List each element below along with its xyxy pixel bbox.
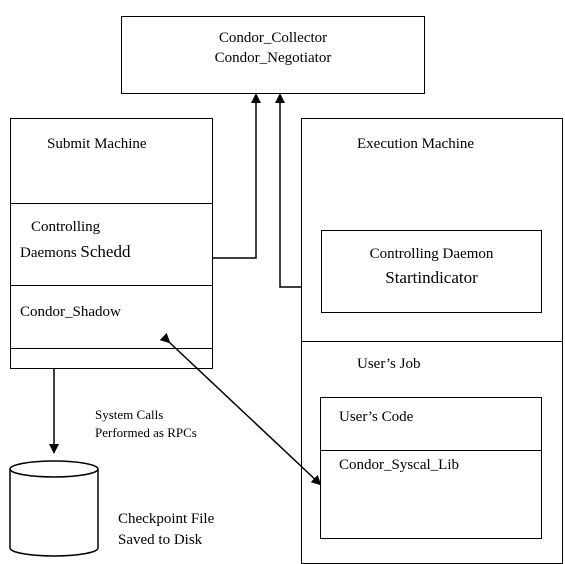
checkpoint-label-line2: Saved to Disk — [118, 532, 203, 548]
submit-daemon-label: Daemons Schedd — [20, 242, 130, 263]
submit-controlling-label: Controlling — [31, 219, 101, 235]
rpc-bidirectional-arrow — [159, 332, 322, 486]
collector-label: Condor_Collector — [218, 30, 328, 46]
startd-to-collector-arrow — [275, 93, 301, 288]
daemons-word: Daemons — [20, 245, 81, 261]
execution-controlling-daemon-box — [321, 230, 542, 313]
startindicator-label: Startindicator — [385, 268, 478, 287]
disk-cylinder-icon — [9, 460, 99, 557]
condor-shadow-section — [10, 285, 213, 349]
users-job-label: User’s Job — [357, 356, 421, 372]
execution-controlling-label: Controlling Daemon — [369, 246, 494, 262]
schedd-to-collector-arrow — [213, 93, 261, 259]
users-code-label: User’s Code — [339, 409, 414, 425]
execution-machine-title: Execution Machine — [357, 136, 475, 152]
negotiator-label: Condor_Negotiator — [214, 50, 332, 66]
collector-negotiator-box — [121, 16, 425, 94]
rpc-label-line2: Performed as RPCs — [95, 425, 197, 440]
condor-shadow-label: Condor_Shadow — [20, 304, 121, 320]
syscall-lib-label: Condor_Syscal_Lib — [339, 457, 459, 473]
rpc-label-line1: System Calls — [95, 407, 164, 422]
schedd-label: Schedd — [80, 242, 131, 261]
syscall-lib-divider — [320, 450, 542, 451]
submit-machine-title: Submit Machine — [47, 136, 147, 152]
checkpoint-label-line1: Checkpoint File — [118, 511, 215, 527]
